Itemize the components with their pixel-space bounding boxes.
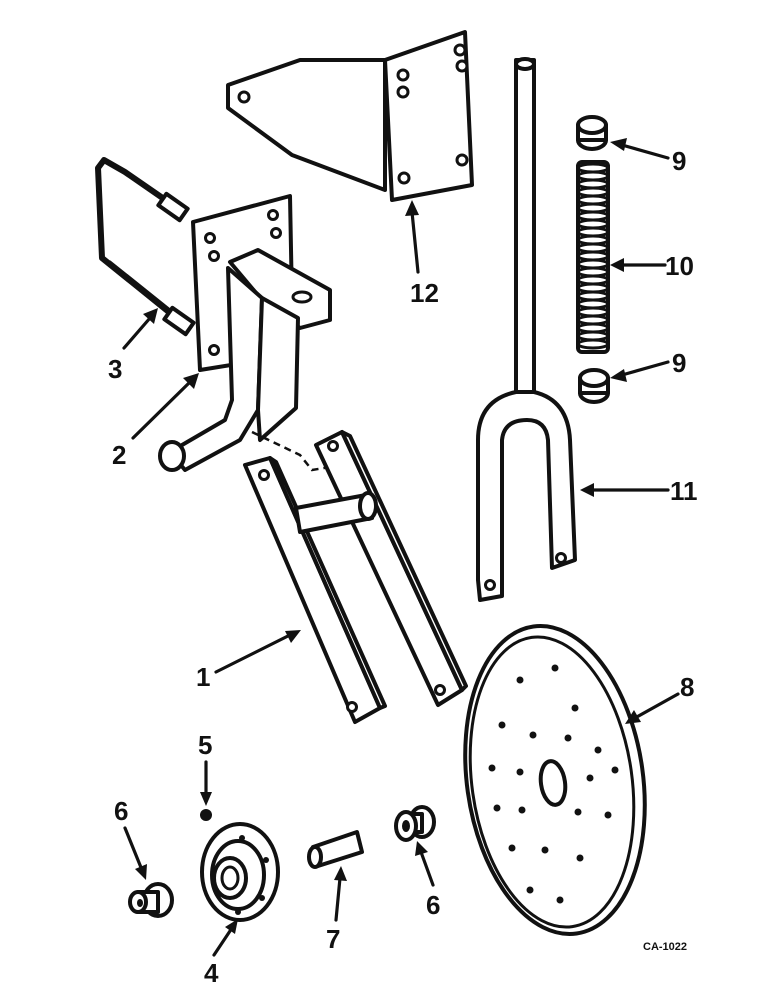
disc-hole	[508, 844, 516, 852]
disc-hole	[541, 846, 549, 854]
callout-7: 7	[326, 924, 340, 954]
disc-hole	[493, 804, 501, 812]
part-1-arm-assembly	[243, 430, 468, 724]
spring-coil	[576, 338, 610, 350]
callout-1: 1	[196, 662, 210, 692]
disc-hole	[611, 766, 619, 774]
part-7-spacer-tube	[307, 830, 364, 869]
disc-hole	[516, 676, 524, 684]
callout-6-right: 6	[426, 890, 440, 920]
part-11-fork-rod	[476, 57, 577, 602]
part-3-u-bolt	[95, 157, 196, 337]
part-6-bearing-left	[128, 882, 174, 918]
disc-hole	[551, 664, 559, 672]
callout-10: 10	[665, 251, 694, 281]
disc-hole	[556, 896, 564, 904]
callout-6-left: 6	[114, 796, 128, 826]
disc-hole	[518, 806, 526, 814]
disc-hole	[526, 886, 534, 894]
part-12-mounting-bracket	[226, 30, 474, 202]
callout-4: 4	[204, 958, 219, 988]
leader-lines	[122, 138, 680, 957]
part-10-spring	[576, 160, 610, 354]
part-8-disc	[463, 624, 647, 936]
callout-11: 11	[670, 476, 698, 506]
callout-labels: 12 3 2 9 10 9 11 1 8 5 6 4 7 6	[108, 146, 698, 988]
callout-12: 12	[410, 278, 439, 308]
callout-9-bottom: 9	[672, 348, 686, 378]
disc-hole	[571, 704, 579, 712]
drawing-code: CA-1022	[643, 941, 687, 953]
part-2-bracket-arm	[158, 194, 332, 472]
disc-hole	[529, 731, 537, 739]
callout-3: 3	[108, 354, 122, 384]
part-9-collar-bottom	[578, 368, 610, 404]
disc-hole	[498, 721, 506, 729]
part-9-collar-top	[576, 115, 608, 151]
disc-hole	[594, 746, 602, 754]
disc-hole	[604, 811, 612, 819]
part-4-hub	[200, 822, 280, 922]
part-5-ball	[200, 809, 212, 821]
callout-2: 2	[112, 440, 126, 470]
callout-9-top: 9	[672, 146, 686, 176]
disc-hole	[586, 774, 594, 782]
disc-hole	[516, 768, 524, 776]
disc-hole	[564, 734, 572, 742]
callout-5: 5	[198, 730, 212, 760]
callout-8: 8	[680, 672, 694, 702]
disc-hole	[488, 764, 496, 772]
disc-hole	[574, 808, 582, 816]
disc-hole	[576, 854, 584, 862]
dashed-assembly-line	[251, 430, 337, 472]
part-6-bearing-right	[394, 805, 436, 842]
